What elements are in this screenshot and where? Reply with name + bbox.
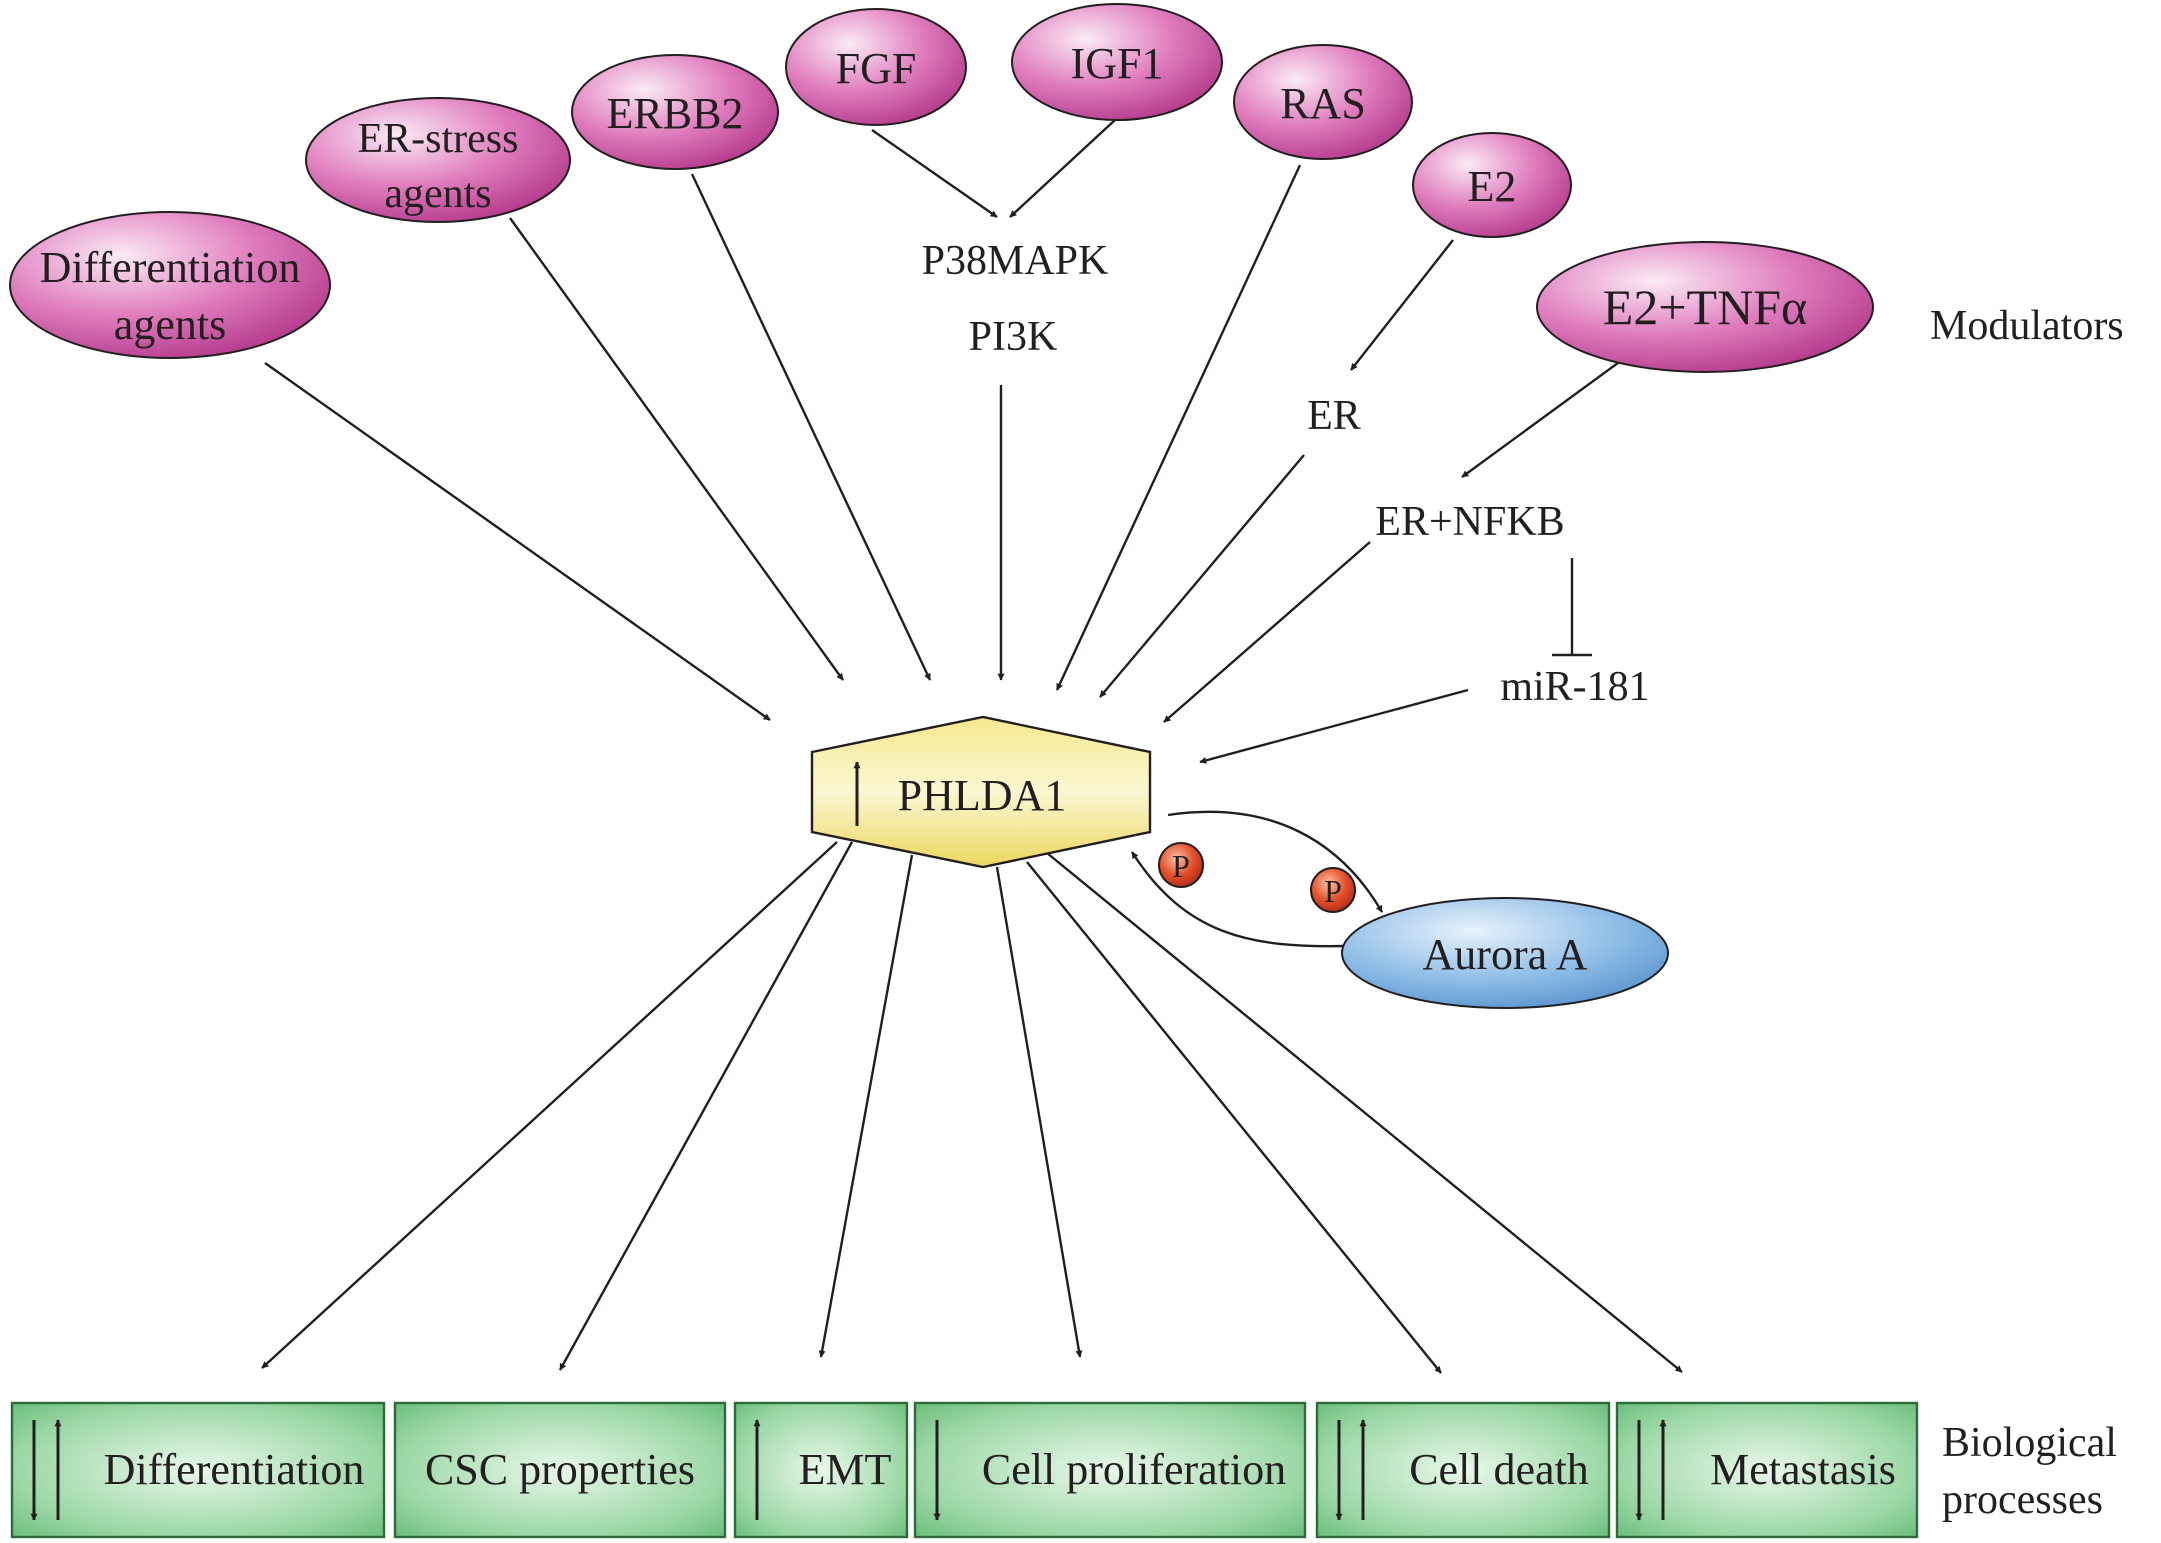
svg-text:E2: E2 <box>1468 162 1517 211</box>
label-biological-processes-2: processes <box>1942 1477 2103 1523</box>
edge-igf1-p38mapk <box>1009 119 1116 218</box>
process-box-cell-death: Cell death <box>1315 1401 1611 1539</box>
label-biological-processes-1: Biological <box>1942 1420 2117 1466</box>
modulator-nodes: Differentiation agents ER-stress agents … <box>9 3 1874 373</box>
edge-e2-er <box>1350 239 1454 371</box>
edge-er-stress-phlda1 <box>509 217 844 681</box>
process-label: CSC properties <box>425 1445 695 1494</box>
process-box-cell-proliferation: Cell proliferation <box>913 1401 1307 1539</box>
svg-text:IGF1: IGF1 <box>1071 39 1164 88</box>
phospho-badge-2: P <box>1310 867 1356 913</box>
label-modulators: Modulators <box>1930 303 2124 349</box>
phospho-badge-1: P <box>1158 842 1204 888</box>
process-box-metastasis: Metastasis <box>1615 1401 1919 1539</box>
edge-phlda1-proliferation <box>995 866 1083 1358</box>
edge-phlda1-celldeath <box>1026 861 1442 1374</box>
edge-phlda1-differentiation <box>261 841 838 1369</box>
intermediate-labels: P38MAPK PI3K ER ER+NFKB miR-181 <box>922 238 1650 710</box>
process-box-csc-properties: CSC properties <box>393 1401 727 1539</box>
edge-ras-phlda1 <box>1055 164 1302 691</box>
process-box-emt: EMT <box>733 1401 909 1539</box>
edge-phlda1-metastasis <box>1046 852 1683 1373</box>
svg-text:FGF: FGF <box>836 44 917 93</box>
node-differentiation-agents: Differentiation agents <box>9 211 331 359</box>
node-differentiation-agents-line-2: agents <box>114 300 226 349</box>
edge-ernfkb-phlda1 <box>1163 541 1371 723</box>
node-er-stress-line-1: ER-stress <box>358 116 519 162</box>
edge-mir181-phlda1 <box>1199 688 1469 764</box>
process-label: Metastasis <box>1710 1445 1896 1494</box>
process-row: Differentiation CSC properties EMT Cell pro… <box>10 1401 1919 1539</box>
phosphorylation-loop: P P <box>1130 810 1384 948</box>
process-box-differentiation: Differentiation <box>10 1401 386 1539</box>
svg-text:E2+TNFα: E2+TNFα <box>1603 279 1807 335</box>
node-ras: RAS <box>1233 44 1413 160</box>
edge-differentiation-agents-phlda1 <box>264 362 771 721</box>
edge-erbb2-phlda1 <box>690 173 932 681</box>
svg-text:P: P <box>1324 873 1342 909</box>
edge-er-phlda1 <box>1099 454 1305 698</box>
label-p38mapk: P38MAPK <box>922 238 1109 284</box>
process-label: Cell proliferation <box>982 1445 1286 1494</box>
svg-text:P: P <box>1172 848 1190 884</box>
label-pi3k: PI3K <box>969 314 1058 360</box>
node-e2: E2 <box>1412 132 1572 238</box>
edge-fgf-p38mapk <box>871 129 998 218</box>
node-igf1: IGF1 <box>1011 3 1223 121</box>
node-e2-tnfa: E2+TNFα <box>1536 241 1874 373</box>
edge-phlda1-csc <box>558 841 854 1371</box>
svg-text:Aurora A: Aurora A <box>1423 930 1588 979</box>
label-er-nfkb: ER+NFKB <box>1375 499 1564 545</box>
edge-e2tnfa-ernfkb <box>1461 359 1623 478</box>
edge-phlda1-emt <box>818 854 914 1358</box>
node-fgf: FGF <box>785 8 967 126</box>
node-phlda1: PHLDA1 <box>810 715 1152 869</box>
node-er-stress-line-2: agents <box>384 171 491 217</box>
process-label: Cell death <box>1409 1445 1589 1494</box>
node-erbb2: ERBB2 <box>571 54 779 170</box>
svg-text:RAS: RAS <box>1280 79 1366 128</box>
edges-processes <box>261 841 1683 1374</box>
edge-phlda1-aurora <box>1167 810 1384 913</box>
process-label: Differentiation <box>104 1445 365 1494</box>
edge-aurora-phlda1 <box>1130 851 1346 948</box>
phlda1-label: PHLDA1 <box>898 771 1067 820</box>
edges-modulators <box>264 119 1623 764</box>
node-aurora-a: Aurora A <box>1341 897 1669 1009</box>
node-er-stress-agents: ER-stress agents <box>305 97 571 223</box>
label-mir181: miR-181 <box>1500 664 1649 710</box>
process-label: EMT <box>799 1445 892 1494</box>
label-er: ER <box>1307 393 1361 439</box>
node-differentiation-agents-line-1: Differentiation <box>40 243 301 292</box>
svg-text:ERBB2: ERBB2 <box>607 89 744 138</box>
